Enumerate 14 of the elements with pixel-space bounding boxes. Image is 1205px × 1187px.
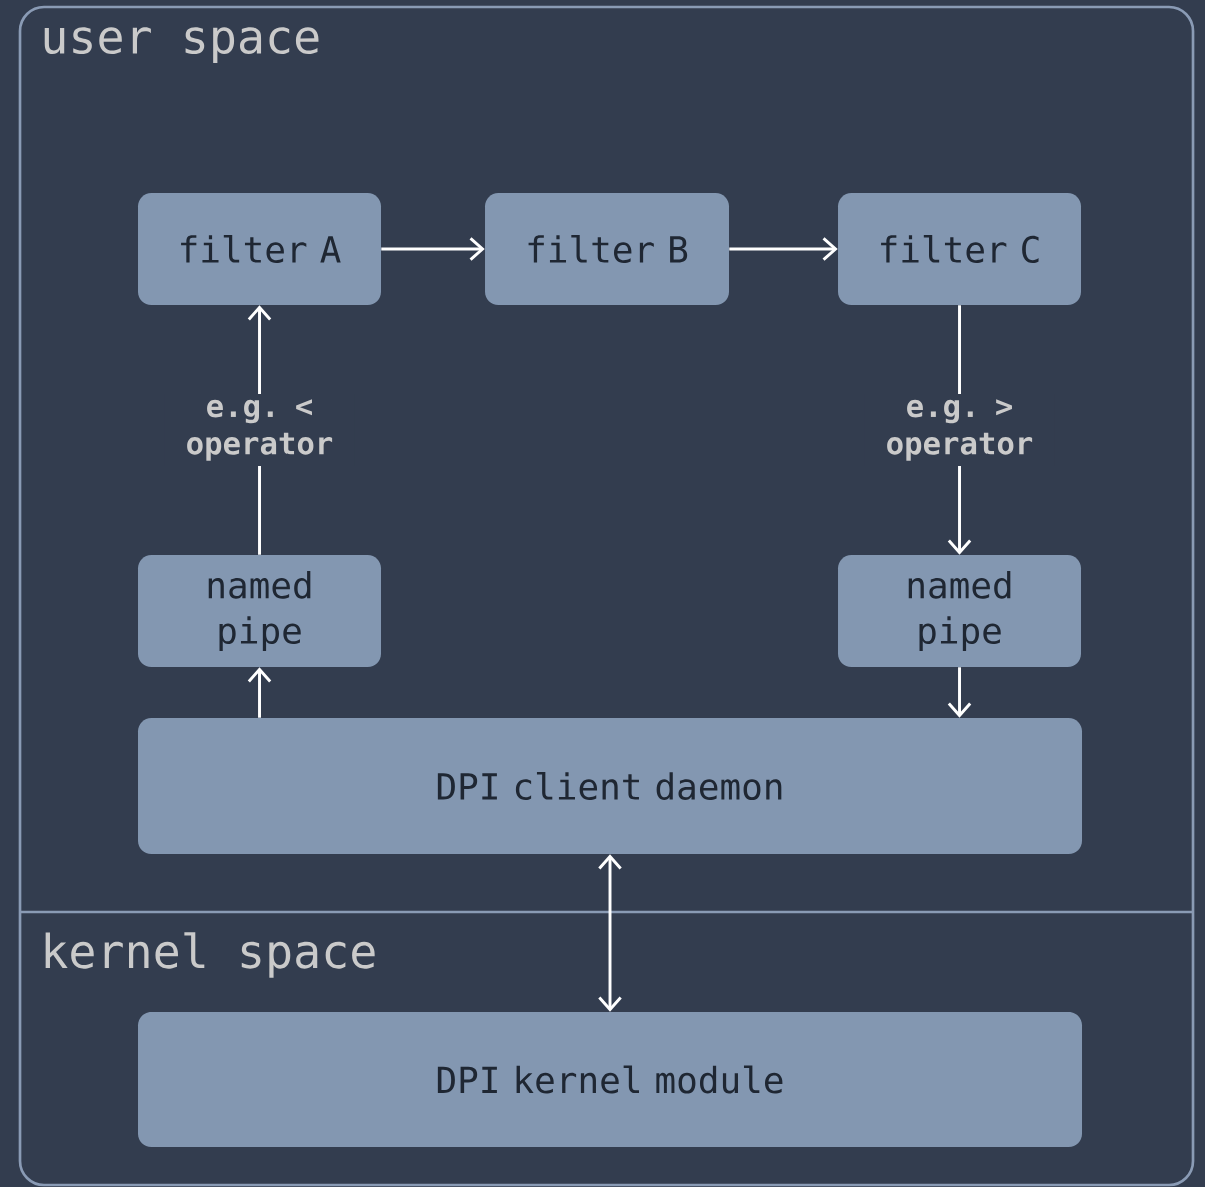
process-box: DPI client daemon — [138, 718, 1082, 854]
arrow — [381, 237, 485, 261]
process-box: DPI kernel module — [138, 1012, 1082, 1147]
arrow — [598, 854, 622, 1012]
edge-label: e.g. > operator — [864, 394, 1055, 466]
process-box: named pipe — [138, 555, 381, 667]
arrow — [729, 237, 838, 261]
process-box: filter C — [838, 193, 1081, 305]
process-box: filter A — [138, 193, 381, 305]
process-box: filter B — [485, 193, 729, 305]
process-box: named pipe — [838, 555, 1081, 667]
arrow — [247, 667, 272, 718]
edge-label: e.g. < operator — [164, 394, 355, 466]
arrow — [947, 667, 972, 718]
